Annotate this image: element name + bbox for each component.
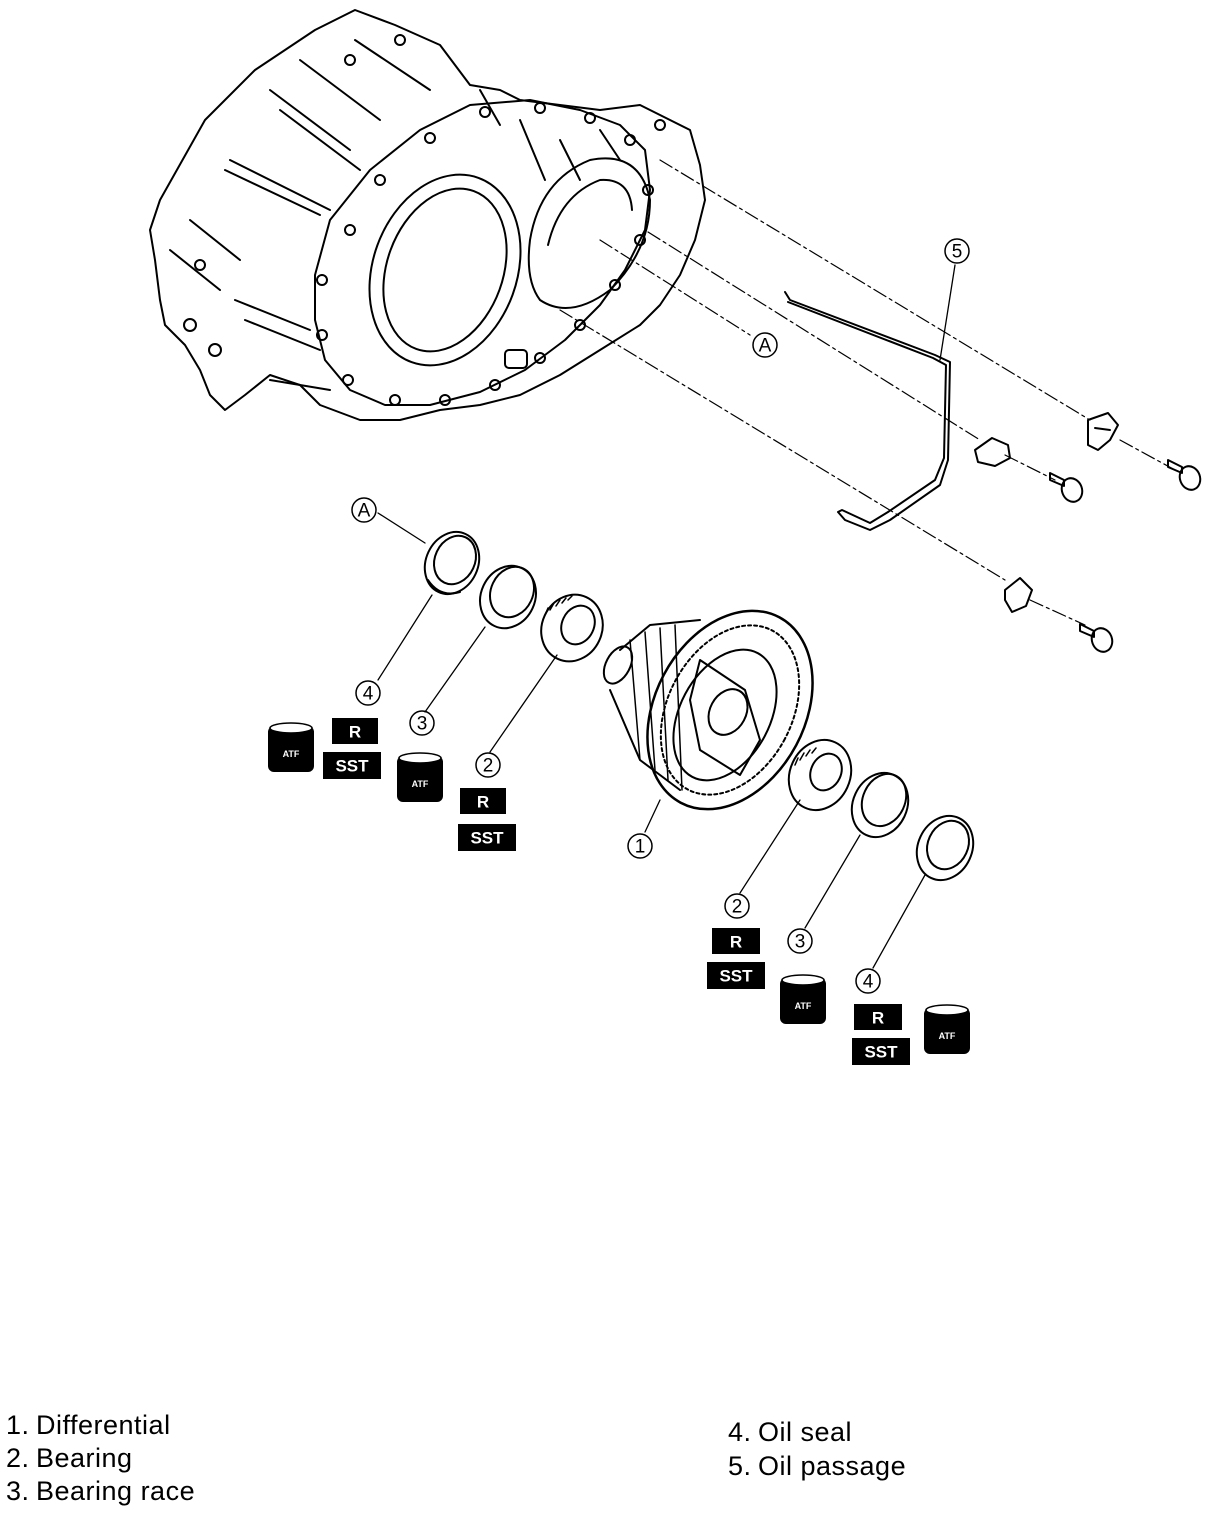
svg-text:SST: SST xyxy=(719,967,753,986)
oil-seal-right xyxy=(915,814,975,882)
atf-can-left-1: ATF xyxy=(268,722,314,772)
atf-can-left-2: ATF xyxy=(397,752,443,802)
tag-sst-right-1: SST xyxy=(707,962,765,989)
tag-sst-left-2: SST xyxy=(458,824,516,851)
oil-passage xyxy=(784,264,956,531)
callout-a-upper: A xyxy=(752,332,778,358)
leader-lines xyxy=(377,594,926,969)
tag-r-left-1: R xyxy=(332,718,378,744)
bolt-upper xyxy=(1167,459,1202,491)
callout-3-right: 3 xyxy=(787,928,813,954)
alignment-lines xyxy=(559,159,1176,626)
svg-text:3: 3 xyxy=(795,932,806,953)
callout-3-left: 3 xyxy=(409,710,435,736)
callout-a-lower: A xyxy=(351,497,377,523)
clip-upper xyxy=(1087,412,1119,451)
tag-r-right-2: R xyxy=(854,1004,902,1030)
svg-text:5: 5 xyxy=(952,242,963,263)
tag-sst-left-1: SST xyxy=(323,752,381,779)
svg-text:1: 1 xyxy=(635,837,646,858)
callout-4-left: 4 xyxy=(355,680,381,706)
svg-text:SST: SST xyxy=(335,757,369,776)
atf-can-right-1: ATF xyxy=(780,974,826,1024)
tag-r-right-1: R xyxy=(712,928,760,954)
svg-text:4: 4 xyxy=(363,684,374,705)
callout-1: 1 xyxy=(627,833,653,859)
bearing-race-left xyxy=(479,564,537,630)
transaxle-case xyxy=(149,9,706,421)
clip-middle xyxy=(974,437,1011,467)
svg-text:A: A xyxy=(358,501,371,522)
svg-text:ATF: ATF xyxy=(939,1031,956,1041)
differential xyxy=(602,609,814,811)
bearing-race-right xyxy=(850,771,910,839)
leader-a-seal xyxy=(377,512,426,544)
svg-text:SST: SST xyxy=(470,829,504,848)
svg-text:ATF: ATF xyxy=(412,779,429,789)
oil-seal-left xyxy=(423,530,481,596)
bearing-left xyxy=(540,593,604,663)
svg-text:R: R xyxy=(349,723,361,742)
svg-text:2: 2 xyxy=(483,756,494,777)
legend-item-3: 3.Bearing race xyxy=(6,1476,196,1506)
svg-text:2: 2 xyxy=(732,897,743,918)
svg-text:R: R xyxy=(730,933,742,952)
bolt-lower xyxy=(1079,623,1114,653)
clip-lower xyxy=(1004,577,1033,613)
atf-can-right-2: ATF xyxy=(924,1004,970,1054)
callout-2-right: 2 xyxy=(724,893,750,919)
legend-item-4: 4.Oil seal xyxy=(728,1417,853,1447)
svg-text:ATF: ATF xyxy=(283,749,300,759)
svg-text:SST: SST xyxy=(864,1043,898,1062)
callout-5: 5 xyxy=(944,238,970,264)
callout-4-right: 4 xyxy=(855,968,881,994)
svg-text:ATF: ATF xyxy=(795,1001,812,1011)
legend-item-1: 1.Differential xyxy=(6,1410,171,1440)
bearing-right xyxy=(787,738,853,812)
svg-text:R: R xyxy=(872,1009,884,1028)
tag-sst-right-2: SST xyxy=(852,1038,910,1065)
legend-item-2: 2.Bearing xyxy=(6,1443,133,1473)
callout-2-left: 2 xyxy=(475,752,501,778)
tag-r-left-2: R xyxy=(460,788,506,814)
svg-text:3: 3 xyxy=(417,714,428,735)
svg-text:R: R xyxy=(477,793,489,812)
exploded-view-diagram: 1 2 2 3 3 4 4 5 A A R SST xyxy=(149,9,1202,1065)
svg-text:A: A xyxy=(759,336,772,357)
bolt-middle xyxy=(1049,472,1084,503)
svg-text:4: 4 xyxy=(863,972,874,993)
legend-item-5: 5.Oil passage xyxy=(728,1451,907,1481)
